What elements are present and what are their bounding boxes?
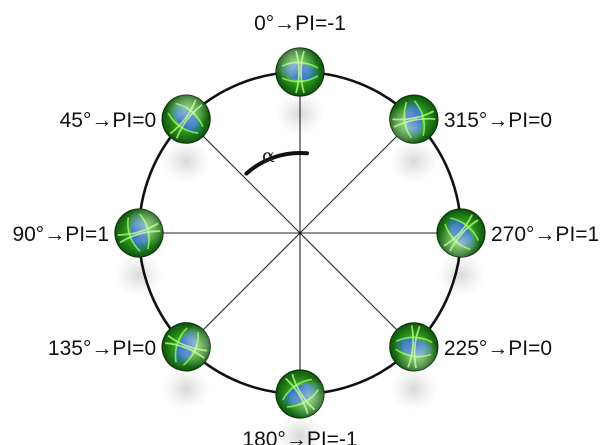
- position-label-135: 135°→PI=0: [48, 337, 156, 360]
- cell-icon-180: [266, 360, 334, 428]
- cell-shadow-45: [162, 139, 211, 184]
- spoke-315: [299, 118, 415, 234]
- position-label-45: 45°→PI=0: [60, 109, 157, 132]
- position-label-315: 315°→PI=0: [444, 109, 552, 132]
- position-label-90: 90°→PI=1: [12, 223, 109, 246]
- cell-icon-90: [108, 202, 170, 264]
- position-label-0: 0°→PI=-1: [254, 12, 346, 35]
- angle-spokes: [139, 72, 461, 394]
- cell-shadow-135: [162, 366, 211, 411]
- cell-shadow-270: [437, 253, 485, 297]
- spoke-135: [185, 232, 301, 348]
- cell-shadow-315: [389, 139, 438, 184]
- angle-alpha-arc: [244, 150, 309, 176]
- position-label-270: 270°→PI=1: [491, 223, 599, 246]
- position-label-225: 225°→PI=0: [444, 337, 552, 360]
- cell-shadow-225: [389, 366, 438, 411]
- cell-shadow-90: [115, 253, 163, 297]
- cell-shadows: [115, 92, 485, 445]
- position-labels: 0°→PI=-1 45°→PI=0 90°→PI=1 135°→PI=0 180°→PI…: [12, 12, 599, 445]
- position-label-180: 180°→PI=-1: [242, 428, 357, 445]
- cell-icon-270: [426, 198, 496, 268]
- cell-icon-0: [275, 47, 325, 97]
- spoke-45: [185, 118, 301, 234]
- cell-shadow-180: [276, 414, 324, 445]
- spoke-225: [299, 232, 415, 348]
- angle-alpha-label: α: [262, 145, 275, 167]
